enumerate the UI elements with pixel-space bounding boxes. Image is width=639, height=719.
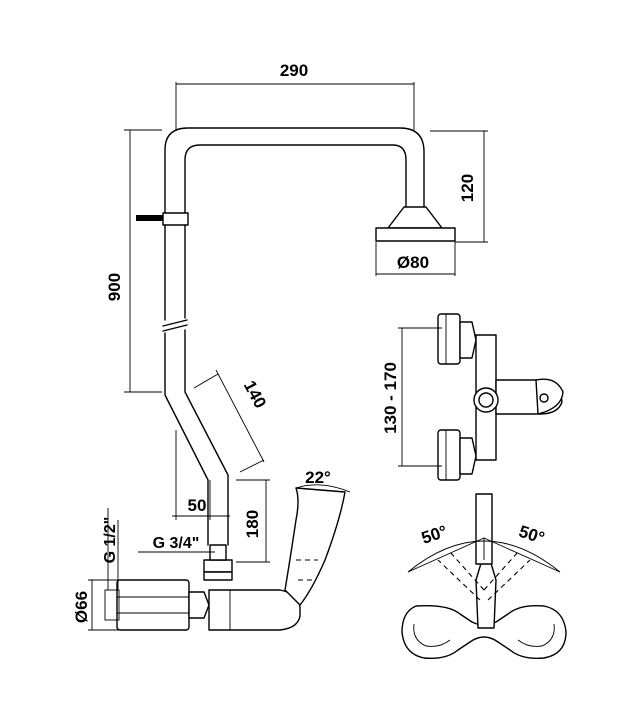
dim-lever-swing-right: 50°: [517, 522, 548, 548]
dim-lever-tilt: 22°: [305, 468, 331, 487]
dim-head-drop: 120: [458, 174, 477, 202]
riser-pipe: [136, 127, 425, 546]
wall-bracket: [162, 212, 189, 226]
mixer-side: [104, 487, 346, 631]
dim-lever-swing-left: 50°: [419, 522, 450, 548]
mixer-top: [401, 493, 567, 660]
dim-reach: 290: [280, 61, 308, 80]
dim-head-diameter: Ø80: [397, 253, 429, 272]
dimension-lines: [88, 82, 561, 631]
dim-center-distance: 130 - 170: [381, 362, 400, 434]
shower-head: [375, 206, 456, 242]
dim-offset-slant: 140: [240, 377, 270, 411]
mixer-front: [437, 313, 564, 481]
dim-spout-height: 180: [243, 510, 262, 538]
dim-height: 900: [105, 273, 124, 301]
dim-thread-outlet: G 3/4": [153, 535, 200, 552]
dim-thread-inlet: G 1/2": [102, 517, 119, 564]
bracket-screw: [136, 215, 163, 221]
dim-offset-horizontal: 50: [188, 496, 207, 515]
dim-body-diameter: Ø66: [72, 591, 91, 623]
